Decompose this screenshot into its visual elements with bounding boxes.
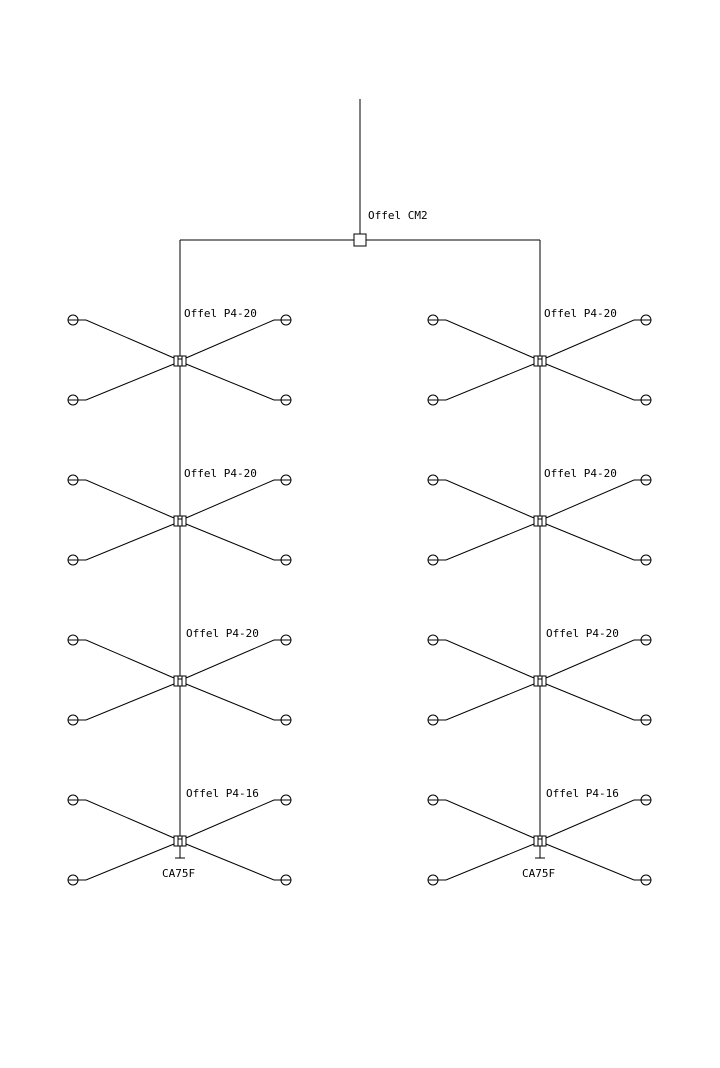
drop-cable-upper-left	[438, 639, 535, 679]
tap-box	[533, 835, 547, 847]
tap-box	[173, 675, 187, 687]
drop-cable-upper-right	[545, 319, 641, 359]
tap-box	[533, 515, 547, 527]
drop-cable-lower-right	[545, 843, 641, 881]
drop-cable-lower-right	[545, 683, 641, 721]
drop-cable-lower-right	[185, 523, 281, 561]
splitter-label: Offel CM2	[368, 209, 428, 222]
drop-cable-lower-right	[185, 843, 281, 881]
tap-3: Offel P4-20	[67, 627, 292, 726]
drop-cable-upper-right	[545, 639, 641, 679]
drop-cable-upper-left	[78, 799, 175, 839]
drop-cable-lower-right	[545, 363, 641, 401]
drop-cable-upper-left	[78, 639, 175, 679]
tap-3: Offel P4-20	[427, 627, 652, 726]
tap-2: Offel P4-20	[67, 467, 292, 566]
tap-1: Offel P4-20	[427, 307, 652, 406]
tap-label: Offel P4-20	[544, 467, 617, 480]
drop-cable-lower-left	[78, 843, 175, 881]
drop-cable-lower-right	[185, 683, 281, 721]
terminator: CA75F	[522, 846, 555, 880]
drop-cable-upper-left	[438, 319, 535, 359]
tap-box	[533, 355, 547, 367]
drop-cable-upper-left	[438, 479, 535, 519]
tap-box	[173, 835, 187, 847]
splitter-box	[353, 233, 367, 247]
tap-1: Offel P4-20	[67, 307, 292, 406]
tap-label: Offel P4-20	[184, 307, 257, 320]
tap-label: Offel P4-20	[186, 627, 259, 640]
drop-cable-upper-right	[185, 479, 281, 519]
drop-cable-lower-left	[78, 683, 175, 721]
splitter: Offel CM2	[353, 209, 428, 247]
drop-cable-lower-right	[545, 523, 641, 561]
drop-cable-upper-right	[545, 799, 641, 839]
tap-box	[173, 355, 187, 367]
drop-cable-lower-right	[185, 363, 281, 401]
tap-label: Offel P4-16	[186, 787, 259, 800]
terminator-label: CA75F	[162, 867, 195, 880]
tap-4: Offel P4-16	[67, 787, 292, 886]
drop-cable-upper-left	[78, 319, 175, 359]
drop-cable-upper-left	[438, 799, 535, 839]
drop-cable-upper-left	[78, 479, 175, 519]
tap-4: Offel P4-16	[427, 787, 652, 886]
tap-2: Offel P4-20	[427, 467, 652, 566]
tap-label: Offel P4-16	[546, 787, 619, 800]
drop-cable-lower-left	[438, 843, 535, 881]
tap-box	[173, 515, 187, 527]
drop-cable-upper-right	[185, 639, 281, 679]
drop-cable-lower-left	[78, 523, 175, 561]
drop-cable-lower-left	[438, 683, 535, 721]
drop-cable-lower-left	[438, 523, 535, 561]
terminator: CA75F	[162, 846, 195, 880]
tap-box	[533, 675, 547, 687]
terminator-label: CA75F	[522, 867, 555, 880]
drop-cable-lower-left	[78, 363, 175, 401]
tap-label: Offel P4-20	[546, 627, 619, 640]
tap-label: Offel P4-20	[184, 467, 257, 480]
drop-cable-upper-right	[185, 319, 281, 359]
drop-cable-upper-right	[185, 799, 281, 839]
drop-cable-upper-right	[545, 479, 641, 519]
drop-cable-lower-left	[438, 363, 535, 401]
tap-label: Offel P4-20	[544, 307, 617, 320]
